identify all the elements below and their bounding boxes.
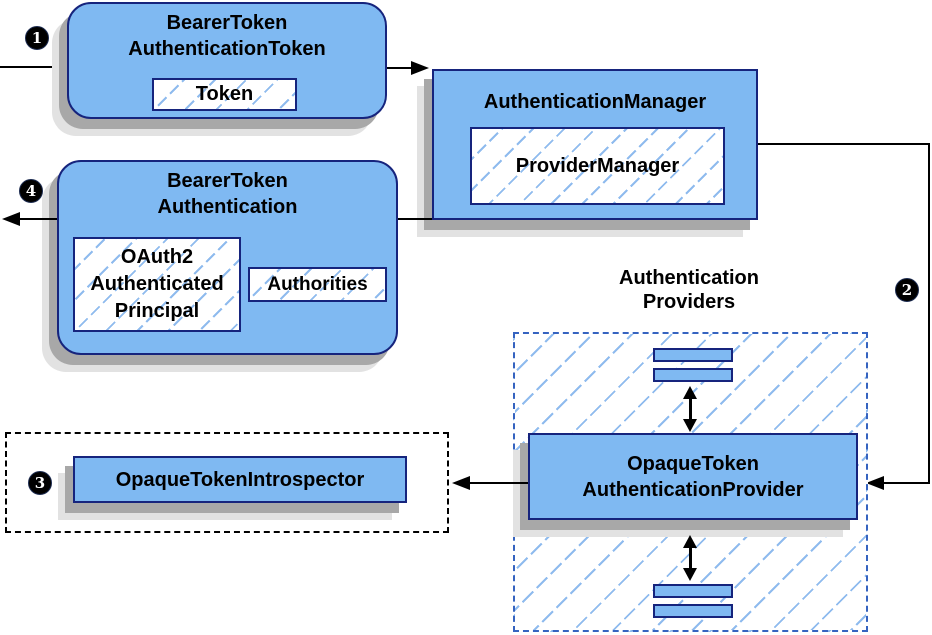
step-2-badge: 2 bbox=[895, 278, 919, 302]
provider-placeholder-bar bbox=[653, 368, 733, 382]
connector-to-authentication-manager bbox=[387, 67, 412, 69]
step-3-number: 3 bbox=[34, 474, 46, 492]
node-bearer-token-authentication-token-title-line1: BearerToken bbox=[166, 12, 288, 34]
step-2-number: 2 bbox=[901, 281, 913, 299]
node-opaque-token-authentication-provider: OpaqueToken AuthenticationProvider bbox=[528, 433, 858, 520]
node-bearer-token-authentication-title-line1: BearerToken bbox=[167, 170, 288, 192]
double-arrow-bottom bbox=[683, 535, 697, 581]
node-opaque-token-introspector: OpaqueTokenIntrospector bbox=[73, 456, 407, 503]
provider-placeholder-bar bbox=[653, 604, 733, 618]
chip-principal-line3: Principal bbox=[114, 300, 200, 322]
step-4-number: 4 bbox=[25, 182, 37, 200]
chip-provider-manager-label: ProviderManager bbox=[515, 154, 680, 177]
double-arrow-top-up-head bbox=[683, 386, 697, 399]
node-opaque-token-authentication-provider-line1: OpaqueToken bbox=[627, 452, 759, 475]
step-1-badge: 1 bbox=[25, 26, 49, 50]
connector-request-in bbox=[0, 66, 67, 68]
chip-token-label: Token bbox=[195, 83, 254, 105]
double-arrow-bottom-shaft bbox=[689, 546, 692, 570]
connector-manager-to-authentication bbox=[398, 218, 432, 220]
double-arrow-bottom-down-head bbox=[683, 568, 697, 581]
node-authentication-manager-title: AuthenticationManager bbox=[483, 91, 707, 113]
provider-placeholder-bar bbox=[653, 348, 733, 362]
chip-principal-line2: Authenticated bbox=[90, 273, 224, 295]
connector-step4-out bbox=[18, 218, 57, 220]
connector-step2-vertical bbox=[928, 143, 930, 483]
step-3-badge: 3 bbox=[28, 471, 52, 495]
chip-provider-manager: ProviderManager bbox=[470, 127, 725, 205]
connector-step2-horizontal bbox=[758, 143, 930, 145]
node-bearer-token-authentication-title-line2: Authentication bbox=[157, 196, 298, 218]
chip-token: Token bbox=[152, 78, 297, 111]
authentication-providers-label: Authentication Providers bbox=[589, 266, 789, 314]
node-bearer-token-authentication-token-title-line2: AuthenticationToken bbox=[128, 38, 326, 60]
connector-step2-into-provider bbox=[884, 482, 930, 484]
double-arrow-bottom-up-head bbox=[683, 535, 697, 548]
node-opaque-token-authentication-provider-line2: AuthenticationProvider bbox=[582, 478, 804, 501]
authentication-providers-label-line2: Providers bbox=[642, 291, 736, 313]
provider-placeholder-bar bbox=[653, 584, 733, 598]
arrowhead-to-authentication-manager bbox=[411, 61, 429, 75]
authentication-providers-label-line1: Authentication bbox=[619, 267, 759, 289]
arrowhead-into-provider bbox=[866, 476, 884, 490]
double-arrow-top-down-head bbox=[683, 419, 697, 432]
arrowhead-step4-out bbox=[2, 212, 20, 226]
arrowhead-into-introspector bbox=[452, 476, 470, 490]
connector-step3-to-introspector bbox=[470, 482, 528, 484]
double-arrow-top-shaft bbox=[689, 397, 692, 421]
chip-authorities-label: Authorities bbox=[267, 274, 368, 295]
step-4-badge: 4 bbox=[19, 179, 43, 203]
double-arrow-top bbox=[683, 386, 697, 432]
step-1-number: 1 bbox=[31, 29, 43, 47]
chip-authorities: Authorities bbox=[248, 267, 387, 302]
node-opaque-token-introspector-label: OpaqueTokenIntrospector bbox=[115, 468, 365, 491]
chip-principal-line1: OAuth2 bbox=[120, 246, 194, 268]
chip-oauth2-authenticated-principal: OAuth2 Authenticated Principal bbox=[73, 237, 241, 332]
